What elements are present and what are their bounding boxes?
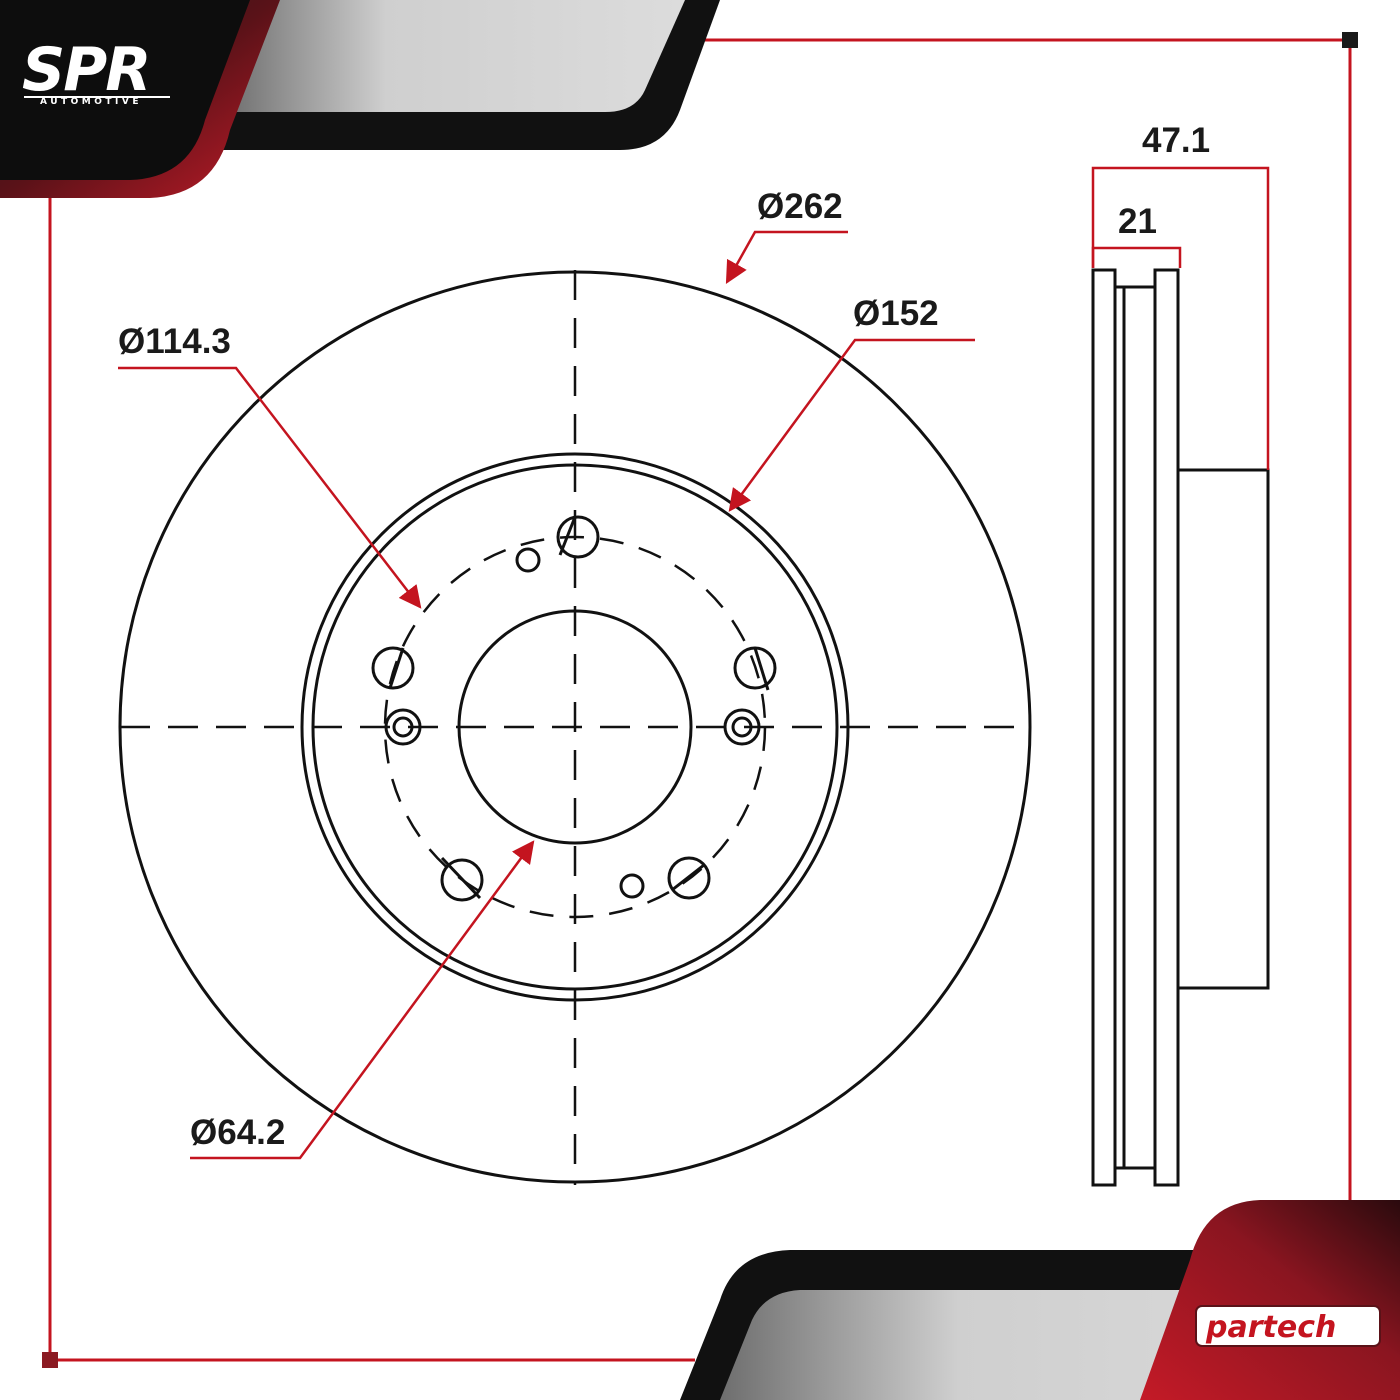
label-hat-diameter: Ø152 (853, 294, 939, 333)
lug-holes (371, 515, 777, 902)
dimension-lines (118, 166, 1270, 1160)
frame-corner-top-right (1342, 32, 1358, 48)
stud-holes (384, 708, 761, 746)
spr-logo: SPR AUTOMOTIVE (22, 35, 170, 107)
spr-logo-subtext: AUTOMOTIVE (40, 97, 142, 107)
spr-logo-text: SPR (22, 35, 149, 105)
frame-lines (48, 38, 1352, 1362)
label-bolt-circle: Ø114.3 (118, 322, 231, 361)
partech-logo: partech (1195, 1305, 1381, 1347)
label-center-bore: Ø64.2 (190, 1113, 285, 1152)
label-total-height: 47.1 (1142, 121, 1210, 160)
label-thickness: 21 (1118, 202, 1157, 241)
partech-logo-text: partech (1205, 1310, 1336, 1345)
frame-corner-bottom-left (42, 1352, 58, 1368)
label-outer-diameter: Ø262 (757, 187, 843, 226)
side-view (1091, 268, 1270, 1187)
small-holes (515, 547, 645, 899)
bottom-banner (680, 1200, 1400, 1400)
front-view (118, 270, 1032, 1185)
top-banner (0, 0, 720, 198)
